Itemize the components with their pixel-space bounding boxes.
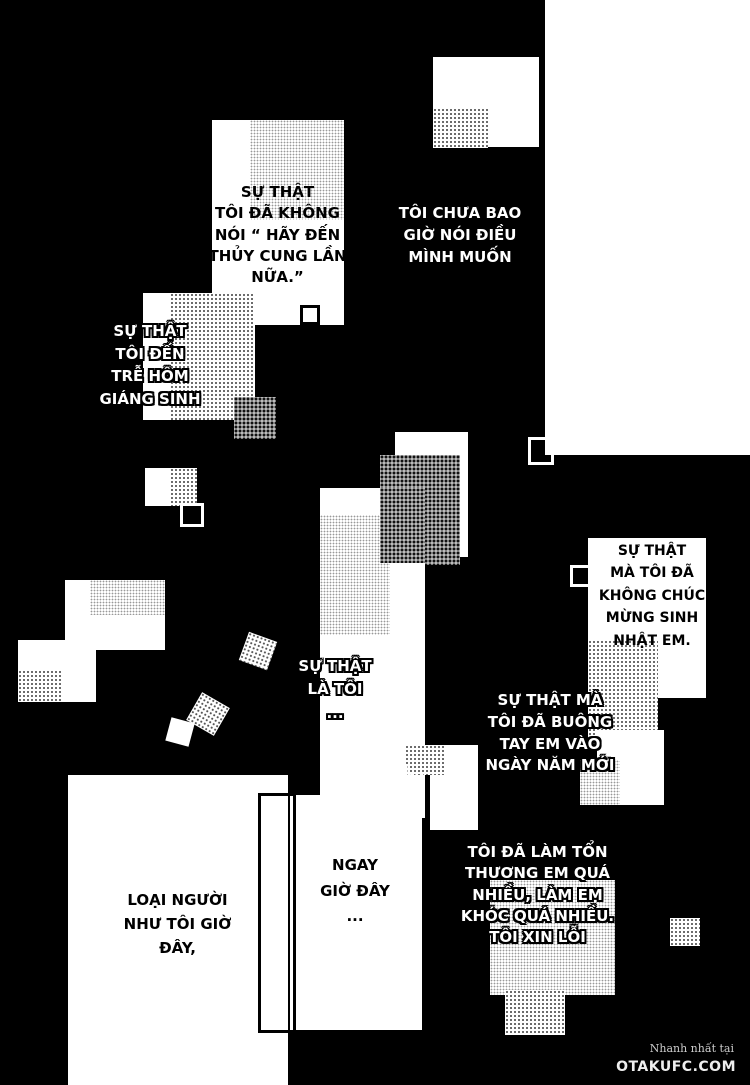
halftone-aquarium [250,120,344,220]
halftone-letgo [580,760,620,805]
outline-square-left [180,503,204,527]
dark-halftone-christmas [234,397,276,439]
halftone-small-left [170,468,197,506]
watermark-tagline: Nhanh nhất tại [649,1042,734,1055]
text-person-like-me: LOẠI NGƯỜI NHƯ TÔI GIỜ ĐÂY, [123,891,232,957]
text-right-now: NGAY GIỜ ĐÂY ... [320,856,390,925]
halftone-luon [405,745,445,775]
halftone-hurt-2 [505,990,565,1035]
dark-halftone-center-2 [380,488,425,563]
text-never-said: TÔI CHƯA BAO GIỜ NÓI ĐIỀU MÌNH MUỐN [398,204,522,266]
halftone-left-mid [90,580,165,615]
text-truth-is: SỰ THẬT LÀ TÔI ... [298,657,372,722]
corner-square-aquarium [300,305,320,325]
frame-bottom-center [258,793,296,1033]
text-hurt: TÔI ĐÃ LÀM TỔN THƯƠNG EM QUÁ NHIỀU, LÀM … [460,843,615,947]
small-halftone-square-right [670,918,700,946]
tilted-square-1 [238,631,278,671]
halftone-square-top [433,108,488,148]
halftone-left-low [18,670,63,702]
tilted-square-3 [165,717,195,747]
text-always: LUÔN... [365,764,425,780]
halftone-hurt [490,880,615,995]
text-christmas: SỰ THẬT TÔI ĐẾN TRỄ HÔM GIÁNG SINH [99,322,201,408]
watermark-site: OTAKUFC.COM [616,1059,736,1075]
outline-square-right [570,565,592,587]
outline-square-center [528,437,554,465]
text-regret: TÔI LUÔN LUÔN HỐI HẬN. [597,184,713,274]
white-panel-bottom-left [68,775,288,1085]
white-panel-right [545,0,750,455]
text-birthday: SỰ THẬT MÀ TÔI ĐÃ KHÔNG CHÚC MỪNG SINH N… [598,543,706,649]
halftone-christmas [170,293,255,420]
text-aquarium: SỰ THẬT TÔI ĐÃ KHÔNG NÓI “ HÃY ĐẾN THỦY … [208,183,347,287]
halftone-center [320,515,390,635]
text-let-go: SỰ THẬT MÀ TÔI ĐÃ BUÔNG TAY EM VÀO NGÀY … [485,691,615,775]
white-panel-bottom-center [290,795,422,1030]
